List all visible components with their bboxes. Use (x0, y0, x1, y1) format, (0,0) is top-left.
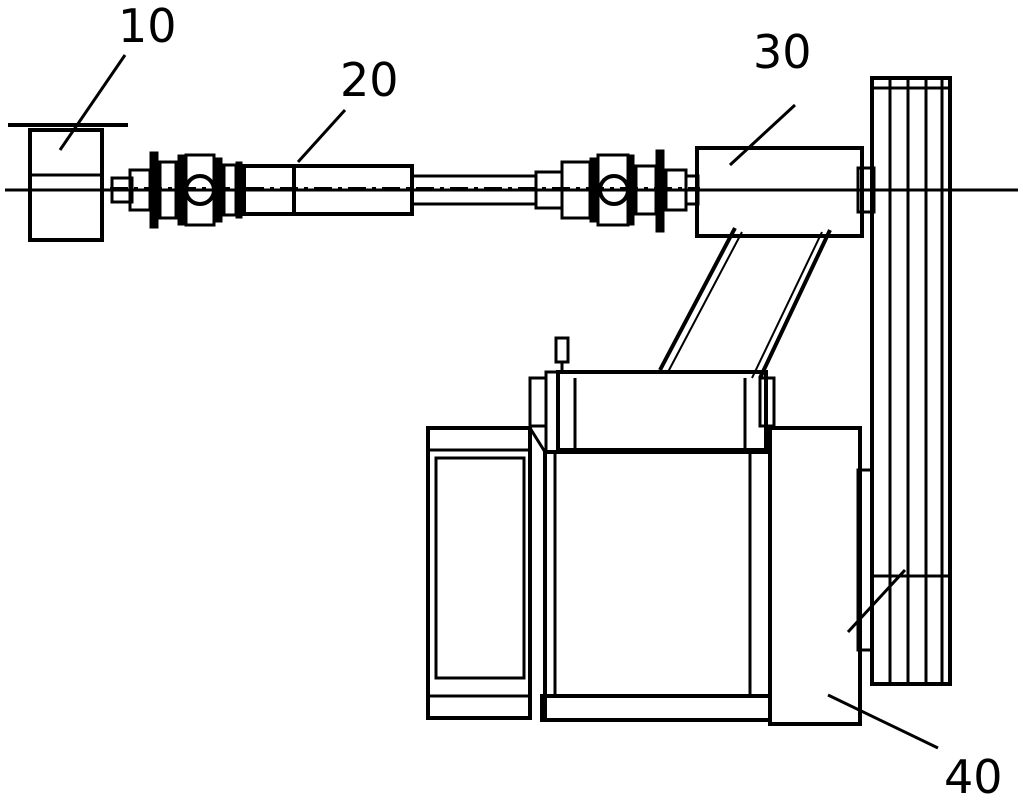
label-20: 20 (340, 53, 399, 107)
leader-line-30 (728, 103, 797, 167)
label-30: 30 (753, 25, 812, 79)
leader-line-20 (296, 108, 347, 164)
left-coupling (110, 151, 243, 229)
component-40-end-housing (768, 426, 874, 726)
label-10: 10 (118, 0, 177, 53)
leader-line-40 (827, 693, 939, 750)
leader-line-10 (58, 54, 127, 151)
pulley-stack (870, 76, 952, 686)
motor-left-end (426, 426, 547, 720)
component-10-housing (8, 123, 128, 242)
motor-top-guard (528, 336, 776, 454)
motor-body (540, 450, 772, 722)
belt-tension-line (846, 568, 907, 634)
label-40: 40 (944, 750, 1003, 804)
drive-belt (658, 227, 832, 379)
component-30-block (695, 146, 876, 238)
